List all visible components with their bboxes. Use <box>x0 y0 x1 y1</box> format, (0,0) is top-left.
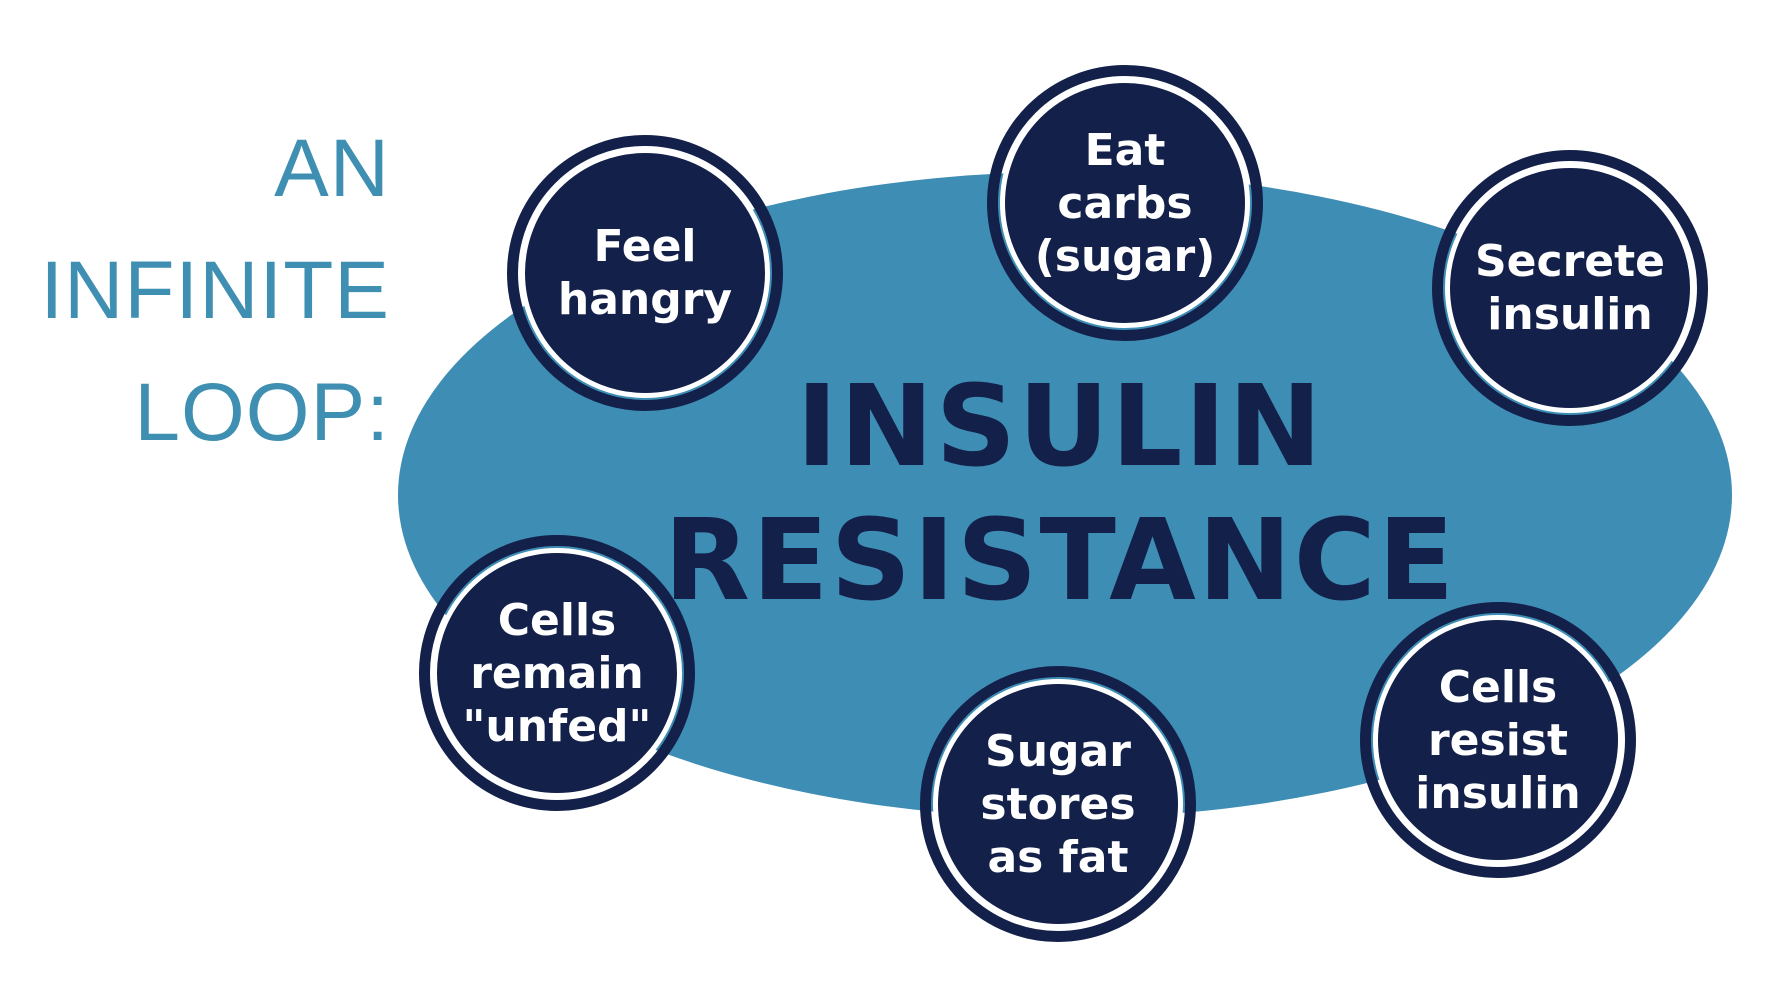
title-line-3: LOOP: <box>134 367 390 458</box>
node-label-line: Secrete <box>1474 236 1666 287</box>
node-label-line: resist <box>1427 714 1569 766</box>
node-eat-carbs: Eat carbs (sugar) <box>987 65 1263 341</box>
node-ring: Feel hangry <box>520 148 770 398</box>
node-label: Cells resist insulin <box>1415 661 1580 820</box>
node-label-line: stores <box>980 778 1136 830</box>
node-label-line: hangry <box>557 274 733 325</box>
node-label-line: Eat <box>1084 124 1166 176</box>
node-cells-resist-insulin: Cells resist insulin <box>1360 602 1636 878</box>
center-label: INSULIN RESISTANCE <box>560 360 1560 628</box>
node-ring: Cells remain "unfed" <box>432 548 682 798</box>
node-label-line: carbs <box>1057 177 1193 229</box>
node-secrete-insulin: Secrete insulin <box>1432 150 1708 426</box>
node-ring: Sugar stores as fat <box>933 679 1183 929</box>
node-label-line: Cells <box>1438 661 1558 713</box>
diagram-title: AN INFINITE LOOP: <box>0 108 390 474</box>
node-feel-hangry: Feel hangry <box>507 135 783 411</box>
node-cells-remain-unfed: Cells remain "unfed" <box>419 535 695 811</box>
title-line-2: INFINITE <box>40 245 390 336</box>
node-label-line: Feel <box>593 221 697 272</box>
node-label: Eat carbs (sugar) <box>1035 124 1216 283</box>
title-line-1: AN <box>274 123 390 214</box>
node-label-line: Cells <box>497 594 617 646</box>
node-label-line: "unfed" <box>462 700 652 752</box>
node-label-line: as fat <box>987 831 1129 883</box>
node-label-line: insulin <box>1415 767 1581 819</box>
node-label: Feel hangry <box>558 220 732 326</box>
node-ring: Eat carbs (sugar) <box>1000 78 1250 328</box>
node-sugar-stores-as-fat: Sugar stores as fat <box>920 666 1196 942</box>
node-label-line: insulin <box>1487 289 1653 340</box>
node-label: Cells remain "unfed" <box>463 594 652 753</box>
center-label-line-1: INSULIN <box>796 362 1324 492</box>
node-label-line: (sugar) <box>1034 230 1216 282</box>
node-ring: Secrete insulin <box>1445 163 1695 413</box>
node-label-line: remain <box>470 647 644 699</box>
node-ring: Cells resist insulin <box>1373 615 1623 865</box>
center-label-line-2: RESISTANCE <box>663 496 1457 626</box>
node-label: Secrete insulin <box>1475 235 1665 341</box>
node-label: Sugar stores as fat <box>980 725 1135 884</box>
node-label-line: Sugar <box>985 725 1131 777</box>
